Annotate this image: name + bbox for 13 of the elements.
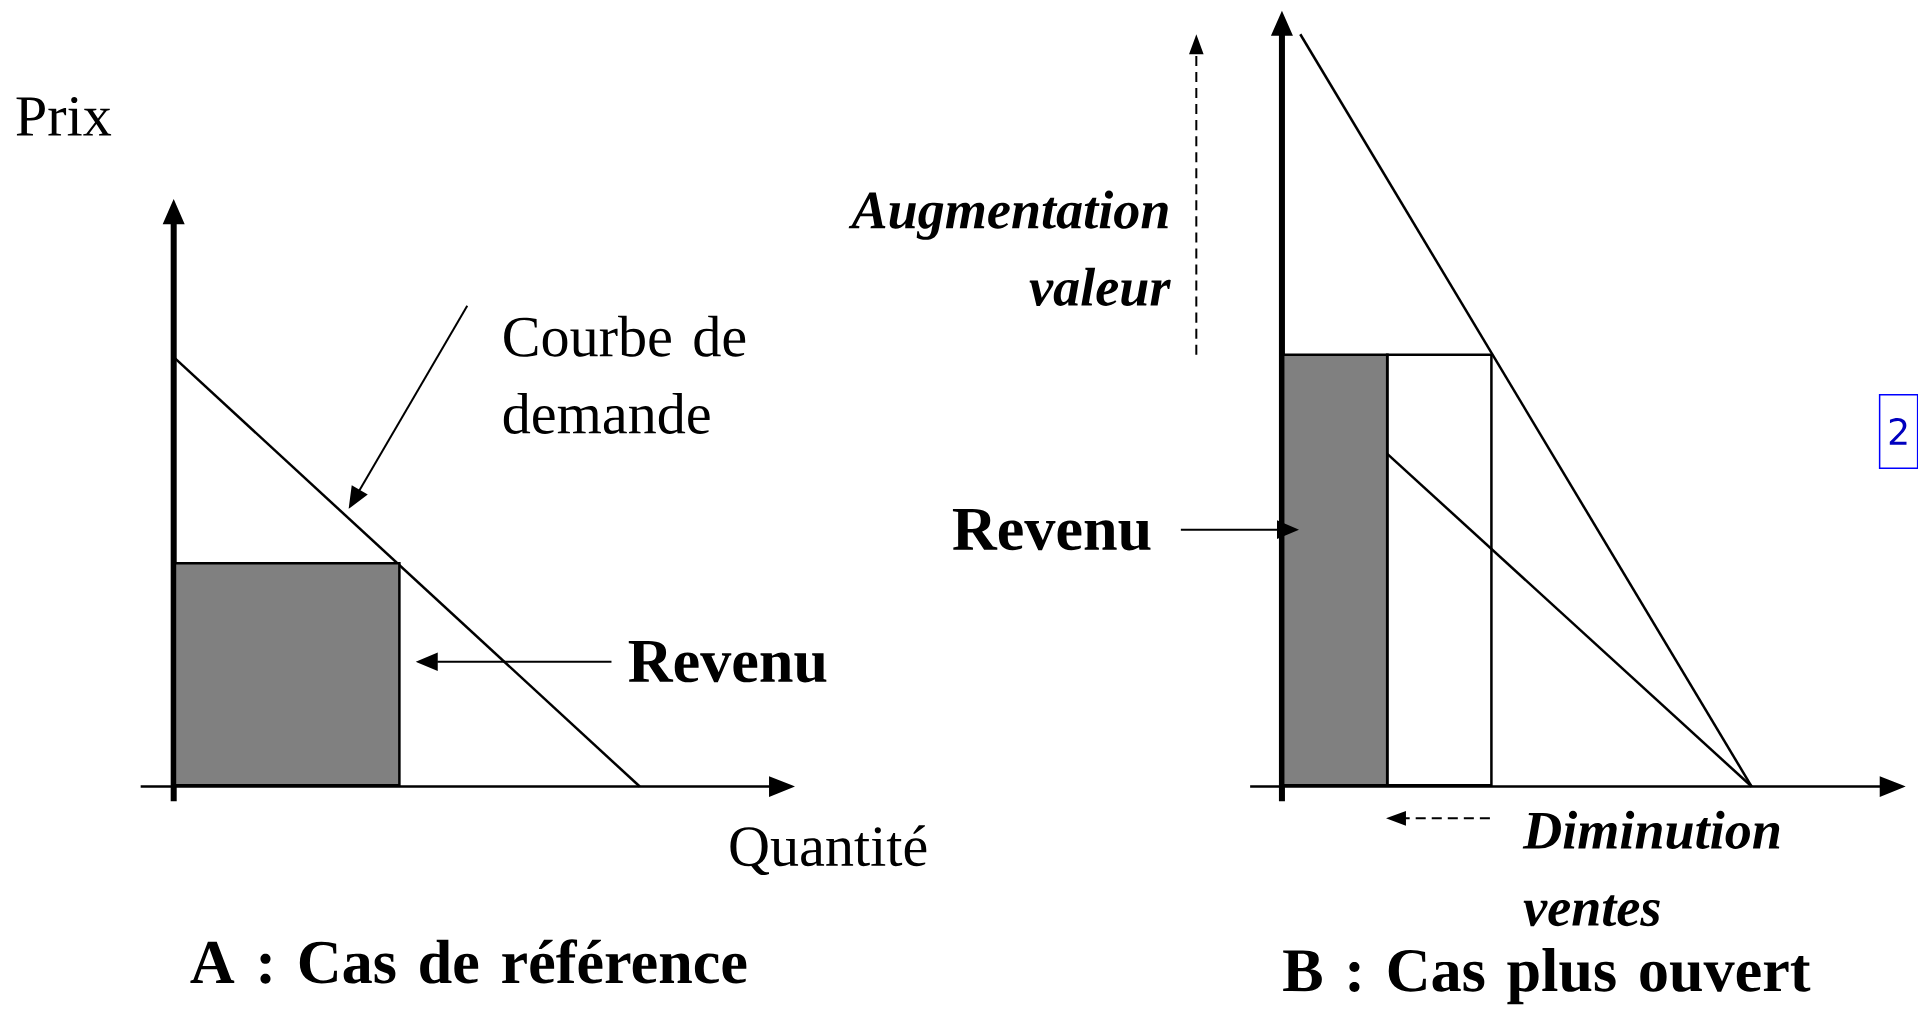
area-label: Revenu xyxy=(628,641,827,683)
annotation-text: Diminution ventes xyxy=(1522,811,1780,927)
revenue-area xyxy=(1281,353,1389,787)
axis-label: Quantité xyxy=(730,825,927,876)
revenue-area xyxy=(1385,353,1493,787)
revenue-area xyxy=(173,562,401,787)
panel-title: B : Cas plus ouvert xyxy=(1283,948,1811,1005)
panel-title: A : Cas de référence xyxy=(190,939,747,984)
area-label: Revenu xyxy=(952,509,1151,551)
annotation-text: Augmentation valeur xyxy=(848,190,1171,307)
page-number: 2 xyxy=(1878,394,1918,470)
callout-text: Courbe de demande xyxy=(503,316,746,435)
axis-label: Prix xyxy=(16,97,112,136)
